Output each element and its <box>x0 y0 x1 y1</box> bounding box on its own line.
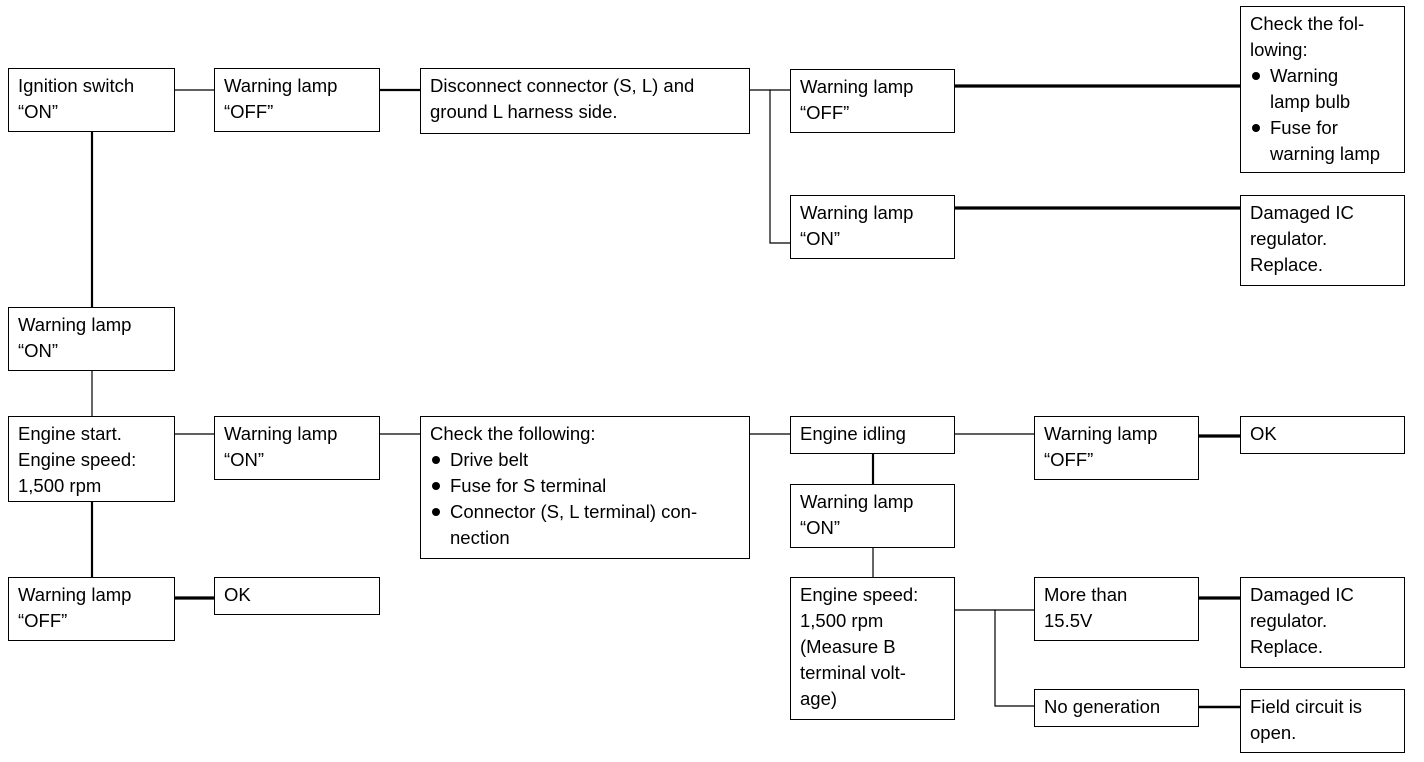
check-item: Connector (S, L terminal) con-nection <box>430 499 741 551</box>
box-line: “ON” <box>18 101 59 122</box>
box-line: ground L harness side. <box>430 101 618 122</box>
box-line: Engine speed: <box>18 449 137 470</box>
box-line: Engine start. <box>18 423 122 444</box>
box-line: Warning lamp <box>18 584 132 605</box>
warning-lamp-on-box-2: Warning lamp “ON” <box>8 307 175 371</box>
box-line: 15.5V <box>1044 610 1093 631</box>
box-line: Engine idling <box>800 423 906 444</box>
box-line: Check the fol- <box>1250 13 1365 34</box>
box-line: terminal volt- <box>800 662 906 683</box>
check-item: Drive belt <box>430 447 741 473</box>
box-line: (Measure B <box>800 636 896 657</box>
box-line: regulator. <box>1250 228 1328 249</box>
box-line: age) <box>800 688 838 709</box>
box-line: Check the following: <box>430 423 596 444</box>
box-line: “ON” <box>224 449 265 470</box>
box-line: OK <box>224 584 251 605</box>
warning-lamp-off-box-4: Warning lamp “OFF” <box>8 577 175 641</box>
box-line: Warning lamp <box>800 76 914 97</box>
box-line: “ON” <box>800 517 841 538</box>
check-following-box: Check the following: Drive belt Fuse for… <box>420 416 750 559</box>
box-line: Replace. <box>1250 254 1324 275</box>
box-line: Warning lamp <box>800 202 914 223</box>
warning-lamp-off-box-3: Warning lamp “OFF” <box>1034 416 1199 480</box>
box-line: Ignition switch <box>18 75 135 96</box>
box-line: 1,500 rpm <box>800 610 884 631</box>
damaged-ic-regulator-box-1: Damaged IC regulator. Replace. <box>1240 195 1405 286</box>
check-list: Drive belt Fuse for S terminal Connector… <box>430 447 741 551</box>
box-line: Field circuit is <box>1250 696 1363 717</box>
box-line: Warning lamp <box>224 75 338 96</box>
warning-lamp-on-box-3: Warning lamp “ON” <box>214 416 380 480</box>
warning-lamp-off-box-1: Warning lamp “OFF” <box>214 68 380 132</box>
more-than-voltage-box: More than 15.5V <box>1034 577 1199 641</box>
warning-lamp-on-box-4: Warning lamp “ON” <box>790 484 955 548</box>
box-line: No generation <box>1044 696 1161 717</box>
box-line: “ON” <box>800 228 841 249</box>
box-line: 1,500 rpm <box>18 475 102 496</box>
box-line: Warning lamp <box>800 491 914 512</box>
box-line: More than <box>1044 584 1128 605</box>
box-line: Damaged IC <box>1250 202 1354 223</box>
box-line: open. <box>1250 722 1297 743</box>
warning-lamp-off-box-2: Warning lamp “OFF” <box>790 69 955 133</box>
check-item: Fuse for S terminal <box>430 473 741 499</box>
box-line: Warning lamp <box>1044 423 1158 444</box>
box-line: “OFF” <box>224 101 274 122</box>
ok-box-1: OK <box>1240 416 1405 454</box>
box-line: Warning lamp <box>224 423 338 444</box>
box-line: “OFF” <box>1044 449 1094 470</box>
engine-speed-measure-box: Engine speed: 1,500 rpm (Measure B termi… <box>790 577 955 720</box>
box-line: regulator. <box>1250 610 1328 631</box>
box-line: Damaged IC <box>1250 584 1354 605</box>
box-line: “OFF” <box>800 102 850 123</box>
box-line: Replace. <box>1250 636 1324 657</box>
box-line: Warning lamp <box>18 314 132 335</box>
box-line: OK <box>1250 423 1277 444</box>
no-generation-box: No generation <box>1034 689 1199 727</box>
warning-lamp-on-box-1: Warning lamp “ON” <box>790 195 955 259</box>
disconnect-connector-box: Disconnect connector (S, L) and ground L… <box>420 68 750 134</box>
box-line: Disconnect connector (S, L) and <box>430 75 695 96</box>
engine-start-box: Engine start. Engine speed: 1,500 rpm <box>8 416 175 502</box>
box-line: “ON” <box>18 340 59 361</box>
box-line: “OFF” <box>18 610 68 631</box>
damaged-ic-regulator-box-2: Damaged IC regulator. Replace. <box>1240 577 1405 668</box>
box-line: Engine speed: <box>800 584 919 605</box>
ignition-switch-on-box: Ignition switch “ON” <box>8 68 175 132</box>
field-circuit-open-box: Field circuit is open. <box>1240 689 1405 753</box>
engine-idling-box: Engine idling <box>790 416 955 454</box>
ok-box-2: OK <box>214 577 380 615</box>
box-line: lowing: <box>1250 39 1308 60</box>
